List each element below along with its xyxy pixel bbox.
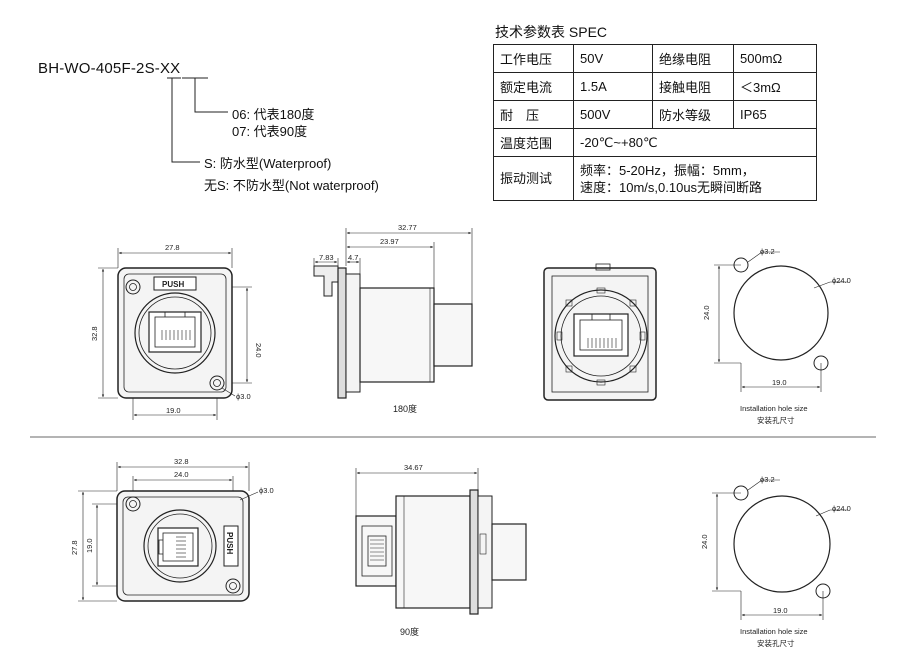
spec-cell: ＜3mΩ	[733, 72, 817, 101]
dim-phi24-0-label: ϕ24.0	[832, 276, 851, 285]
side-view-180	[313, 265, 473, 399]
dim-phi3-2-label: ϕ3.2	[760, 247, 775, 256]
dim-23-97-label: 23.97	[380, 237, 399, 246]
dim-24-0-label: 24.0	[702, 305, 711, 320]
dim-19-0-label: 19.0	[166, 406, 181, 415]
dim-24-0-label: 24.0	[174, 470, 189, 479]
spec-cell: 额定电流	[493, 72, 574, 101]
vibration-line-1: 频率：5-20Hz，振幅：5mm，	[580, 162, 755, 178]
dim-19-0-label: 19.0	[772, 378, 787, 387]
install-hole-90	[733, 485, 831, 599]
caption-180: 180度	[393, 403, 417, 414]
dim-phi24-0-label: ϕ24.0	[832, 504, 851, 513]
dim-phi3-0-label: ϕ3.0	[259, 486, 274, 495]
model-number: BH-WO-405F-2S-XX	[38, 60, 181, 77]
caption-90: 90度	[400, 626, 419, 637]
dim-24-0-label: 24.0	[254, 343, 263, 358]
vibration-line-2: 速度：10m/s,0.10us无瞬间断路	[580, 179, 763, 195]
hole-90-dimension-lines	[712, 479, 848, 620]
rear-view-180	[543, 263, 657, 401]
spec-cell: 工作电压	[493, 44, 574, 73]
push-label-180: PUSH	[162, 280, 184, 289]
side-view-90	[355, 489, 527, 615]
dim-4-7-label: 4.7	[348, 253, 358, 262]
front-view-90	[116, 490, 250, 602]
spec-cell: 防水等级	[652, 100, 734, 129]
front-180-dimension-lines	[98, 248, 252, 420]
hole-caption-en: Installation hole size	[740, 627, 808, 636]
side-180-dimension-lines	[313, 228, 473, 304]
spec-cell: 耐 压	[493, 100, 574, 129]
dim-27-8-label: 27.8	[70, 540, 79, 555]
dim-32-8-label: 32.8	[90, 326, 99, 341]
dim-phi3-0-label: ϕ3.0	[236, 392, 251, 401]
dim-19-0-label: 19.0	[85, 538, 94, 553]
spec-cell-vibration: 频率：5-20Hz，振幅：5mm， 速度：10m/s,0.10us无瞬间断路	[573, 156, 817, 201]
dim-7-83-label: 7.83	[319, 253, 334, 262]
spec-row: 振动测试 频率：5-20Hz，振幅：5mm， 速度：10m/s,0.10us无瞬…	[493, 156, 817, 201]
hole-caption-cn: 安装孔尺寸	[757, 638, 795, 648]
install-hole-180	[733, 257, 829, 371]
dim-34-67-label: 34.67	[404, 463, 423, 472]
hole-180-dimension-lines	[714, 251, 848, 392]
dim-32-8-label: 32.8	[174, 457, 189, 466]
dim-32-77-label: 32.77	[398, 223, 417, 232]
note-not-waterproof: 无S: 不防水型(Not waterproof)	[204, 178, 379, 193]
hole-caption-en: Installation hole size	[740, 404, 808, 413]
spec-table: 工作电压 50V 绝缘电阻 500mΩ 额定电流 1.5A 接触电阻 ＜3mΩ …	[493, 44, 817, 201]
side-90-dimension-lines	[355, 468, 479, 516]
spec-row: 温度范围 -20℃~+80℃	[493, 128, 817, 157]
push-label-90: PUSH	[225, 532, 234, 554]
spec-title: 技术参数表 SPEC	[495, 24, 608, 40]
model-leader-lines	[167, 77, 228, 163]
dim-27-8-label: 27.8	[165, 243, 180, 252]
spec-row: 耐 压 500V 防水等级 IP65	[493, 100, 817, 129]
spec-cell: 振动测试	[493, 156, 574, 201]
dim-24-0-label: 24.0	[700, 534, 709, 549]
note-angle-06: 06: 代表180度	[232, 107, 315, 122]
front-90-dimension-lines	[78, 462, 259, 602]
hole-caption-cn: 安装孔尺寸	[757, 415, 795, 425]
dim-19-0-label: 19.0	[773, 606, 788, 615]
front-view-180	[117, 267, 233, 399]
dim-phi3-2-label: ϕ3.2	[760, 475, 775, 484]
note-angle-07: 07: 代表90度	[232, 124, 308, 139]
note-waterproof: S: 防水型(Waterproof)	[204, 156, 332, 171]
